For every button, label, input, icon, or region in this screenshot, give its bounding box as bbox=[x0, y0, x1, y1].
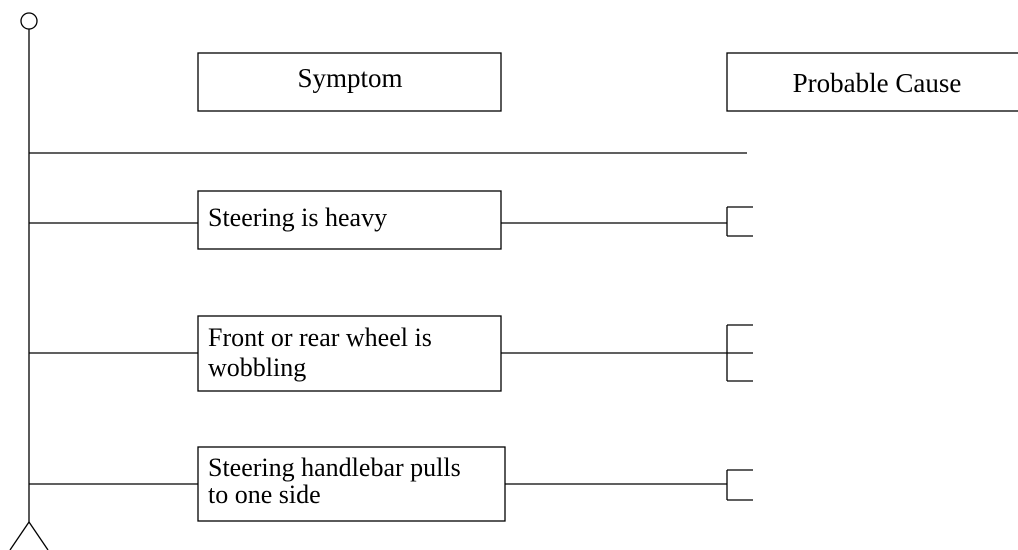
symptom-label-line: wobbling bbox=[208, 353, 306, 382]
symptom-box bbox=[197, 190, 502, 250]
symptom-label-line: Steering handlebar pulls bbox=[208, 453, 461, 482]
cause-header-label: Probable Cause bbox=[793, 68, 962, 98]
symptom-header: Symptom bbox=[197, 52, 502, 112]
symptom-label-line: to one side bbox=[208, 480, 321, 509]
symptom-label-line: Steering is heavy bbox=[208, 203, 387, 232]
symptom-label-line: Front or rear wheel is bbox=[208, 323, 432, 352]
symptom-label: Steering is heavy bbox=[208, 203, 387, 232]
cause-header: Probable Cause bbox=[726, 52, 1018, 112]
symptom-header-label: Symptom bbox=[297, 63, 402, 93]
symptom-box bbox=[197, 446, 506, 522]
symptom-box bbox=[197, 315, 502, 392]
cause-header-box bbox=[726, 52, 1018, 112]
actor-head bbox=[20, 12, 38, 30]
symptom-header-box bbox=[197, 52, 502, 112]
actor-figure bbox=[9, 12, 49, 550]
actor-right-leg bbox=[28, 521, 49, 550]
actor-left-leg bbox=[9, 521, 30, 550]
symptom-row: Steering is heavy bbox=[29, 190, 753, 250]
